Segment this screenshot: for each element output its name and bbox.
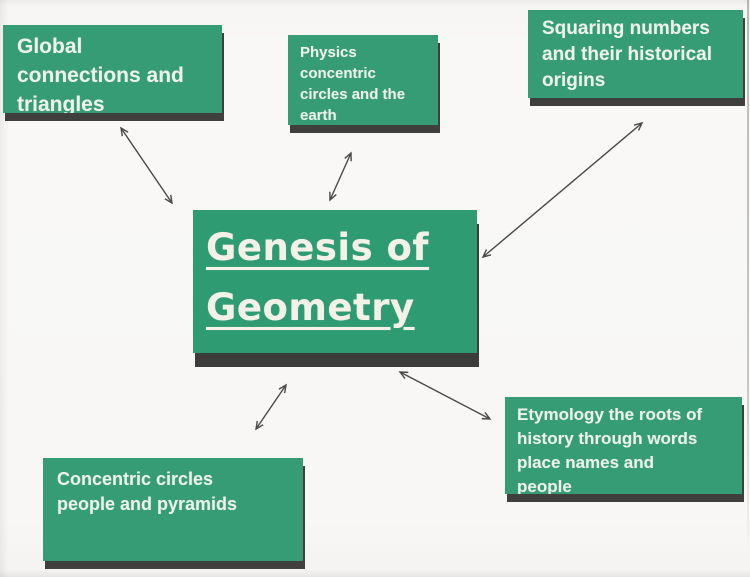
scan-artifact-right-edge xyxy=(747,0,749,552)
node-etymology: Etymology the roots of history through w… xyxy=(505,397,742,494)
connector-global-to-center xyxy=(120,126,173,205)
connector-concentric-to-center xyxy=(255,383,287,431)
scan-artifact-left-edge xyxy=(0,0,9,577)
node-global-connections-and-triangles: Global connections and triangles xyxy=(3,25,222,113)
connector-etymology-to-center xyxy=(398,371,492,420)
node-squaring-numbers: Squaring numbers and their historical or… xyxy=(528,10,743,98)
scan-artifact-bottom-edge xyxy=(0,570,750,577)
connector-physics-to-center xyxy=(329,151,352,202)
connector-squaring-to-center xyxy=(481,121,644,259)
scan-artifact-top-edge xyxy=(0,0,750,6)
node-genesis-of-geometry-center: Genesis of Geometry xyxy=(193,210,477,353)
node-physics-concentric-circles: Physics concentric circles and the earth xyxy=(288,35,438,125)
node-concentric-circles-pyramids: Concentric circles people and pyramids xyxy=(43,458,303,561)
